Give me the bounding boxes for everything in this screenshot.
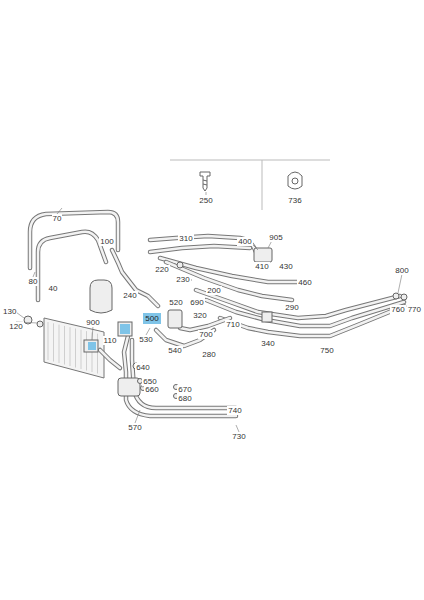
callout-number: 290	[284, 303, 299, 312]
refrigerant-line-core	[124, 336, 236, 416]
callout-number: 250	[198, 196, 213, 205]
refrigerant-line	[112, 250, 158, 306]
refrigerant-line	[166, 262, 292, 300]
callout-number: 660	[144, 385, 159, 394]
refrigerant-line	[150, 246, 250, 252]
refrigerant-line-core	[156, 330, 214, 346]
callout-number: 500	[143, 313, 160, 324]
condenser-fin	[64, 326, 65, 365]
callout-number: 310	[178, 234, 193, 243]
callout-number: 120	[8, 322, 23, 331]
refrigerant-line	[156, 330, 214, 346]
callout-number: 670	[177, 385, 192, 394]
callout-number: 340	[260, 339, 275, 348]
callout-number: 905	[268, 233, 283, 242]
refrigerant-line-core	[180, 318, 230, 330]
refrigerant-line-core	[150, 246, 250, 252]
callout-number: 200	[206, 286, 221, 295]
refrigerant-line	[220, 306, 404, 336]
condenser-fin	[75, 329, 76, 368]
refrigerant-line-core	[132, 340, 236, 408]
callout-number: 430	[278, 262, 293, 271]
condenser-fin	[48, 322, 49, 360]
leader-line	[92, 326, 93, 340]
condenser-fin	[81, 330, 82, 369]
callout-number: 740	[227, 406, 242, 415]
callout-number: 730	[231, 432, 246, 441]
callout-number: 110	[103, 336, 118, 345]
callout-number: 760	[390, 305, 405, 314]
condenser-fin	[59, 325, 60, 363]
callout-number: 570	[127, 423, 142, 432]
callout-number: 770	[407, 305, 422, 314]
refrigerant-line-core	[220, 306, 404, 336]
callout-number: 220	[154, 265, 169, 274]
refrigerant-line	[132, 340, 236, 408]
callout-number: 520	[168, 298, 183, 307]
leader-line	[398, 274, 402, 293]
refrigerant-line-core	[150, 236, 256, 252]
callout-number: 690	[189, 298, 204, 307]
refrigerant-line-core	[112, 250, 158, 306]
callout-number: 70	[52, 214, 63, 223]
callout-number: 240	[122, 291, 137, 300]
callout-number: 230	[175, 275, 190, 284]
callout-number: 80	[28, 277, 39, 286]
refrigerant-line	[124, 336, 236, 416]
callout-number: 900	[85, 318, 100, 327]
callout-number: 460	[297, 278, 312, 287]
refrigerant-line	[180, 318, 230, 330]
callout-number: 100	[99, 237, 114, 246]
refrigerant-line	[100, 350, 120, 368]
callout-number: 130	[2, 307, 17, 316]
callout-number: 40	[48, 284, 59, 293]
leader-line	[135, 410, 140, 423]
callout-number: 410	[254, 262, 269, 271]
callout-number: 540	[167, 346, 182, 355]
callout-number: 400	[237, 237, 252, 246]
callout-number: 280	[201, 350, 216, 359]
callout-number: 640	[135, 363, 150, 372]
callout-number: 750	[319, 346, 334, 355]
callout-number: 710	[225, 320, 240, 329]
condenser-fin	[53, 323, 54, 361]
callout-number: 680	[177, 394, 192, 403]
refrigerant-line	[150, 236, 256, 252]
condenser-fin	[70, 327, 71, 366]
callout-number: 700	[198, 330, 213, 339]
refrigerant-line-core	[166, 262, 292, 300]
refrigerant-line-core	[100, 350, 120, 368]
callout-number: 530	[138, 335, 153, 344]
callout-number: 320	[192, 311, 207, 320]
callout-number: 800	[394, 266, 409, 275]
callout-number: 736	[287, 196, 302, 205]
